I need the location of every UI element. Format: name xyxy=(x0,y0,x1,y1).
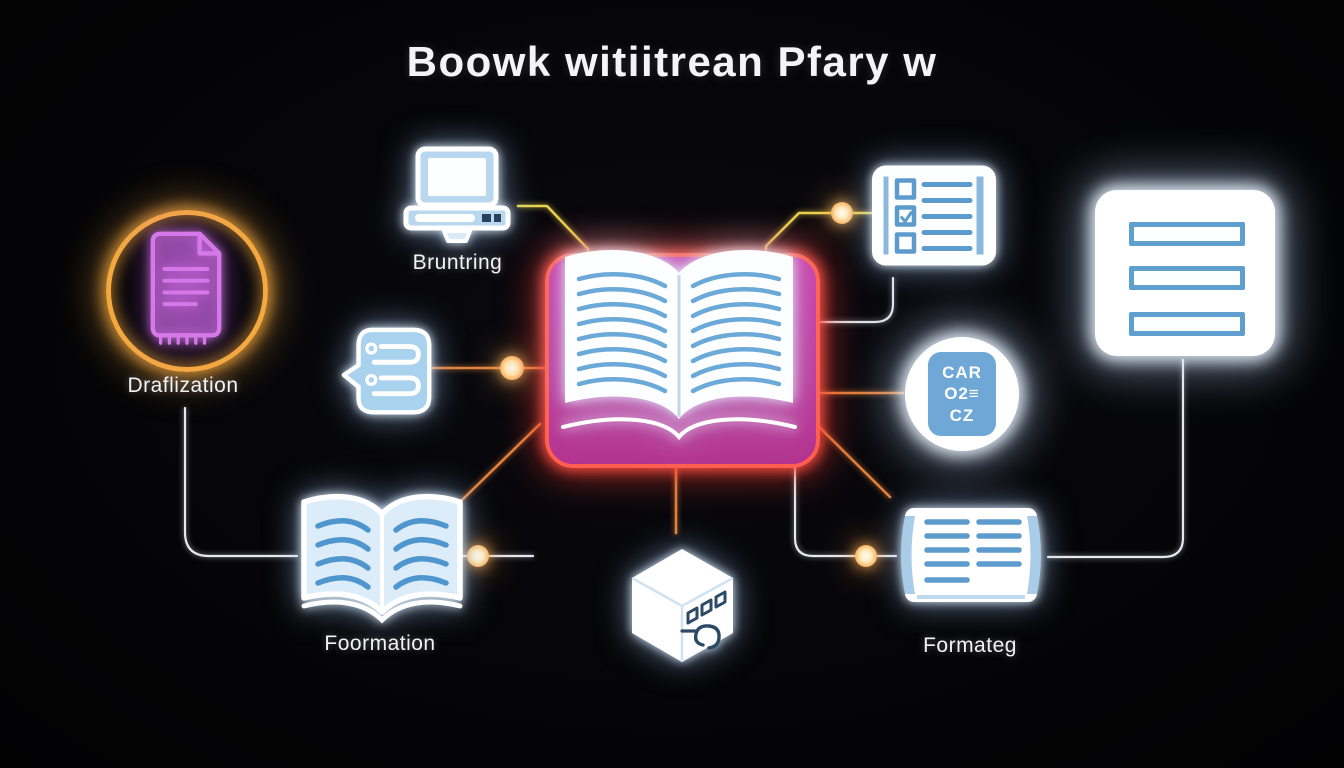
checklist-icon xyxy=(872,165,996,266)
document-scroll-icon xyxy=(150,231,222,345)
laptop-node-label: Bruntring xyxy=(412,251,503,274)
speech-bubble-list-icon xyxy=(341,327,432,415)
connector-book-formatting xyxy=(810,418,892,499)
car-badge-line3: CZ xyxy=(949,405,975,425)
formation-node-label: Foormation xyxy=(324,632,436,655)
laptop-icon xyxy=(403,146,511,243)
connector-draft-formation xyxy=(183,406,299,558)
panel-bar xyxy=(1129,266,1245,290)
page-title: Boowk witiitrean Pfary w xyxy=(406,38,938,85)
text-panel-icon xyxy=(1095,190,1275,356)
open-book-outline-icon xyxy=(301,493,463,624)
car-badge-icon: CAR O2≡ CZ xyxy=(928,352,996,436)
panel-bar xyxy=(1129,312,1245,336)
draft-node-label: Draflization xyxy=(127,374,239,397)
junction-dot xyxy=(855,545,877,567)
junction-dot xyxy=(500,356,524,380)
car-badge-line1: CAR xyxy=(942,363,982,383)
car-badge-line2: O2≡ xyxy=(944,384,980,404)
junction-dot xyxy=(467,545,489,567)
connector-checklist-book xyxy=(806,276,895,324)
connector-book-formatting-white xyxy=(793,450,898,558)
car-badge-bracket xyxy=(994,360,1007,433)
open-book-icon xyxy=(561,250,797,441)
connector-book-formation xyxy=(460,422,542,502)
draft-node-ring xyxy=(106,210,268,372)
two-column-book-icon xyxy=(901,508,1041,602)
formatting-node-label: Formateg xyxy=(923,634,1017,657)
connector-panel-formatting xyxy=(1046,358,1185,559)
junction-dot xyxy=(831,202,853,224)
cube-box-icon xyxy=(631,549,734,662)
panel-bar xyxy=(1129,222,1245,246)
